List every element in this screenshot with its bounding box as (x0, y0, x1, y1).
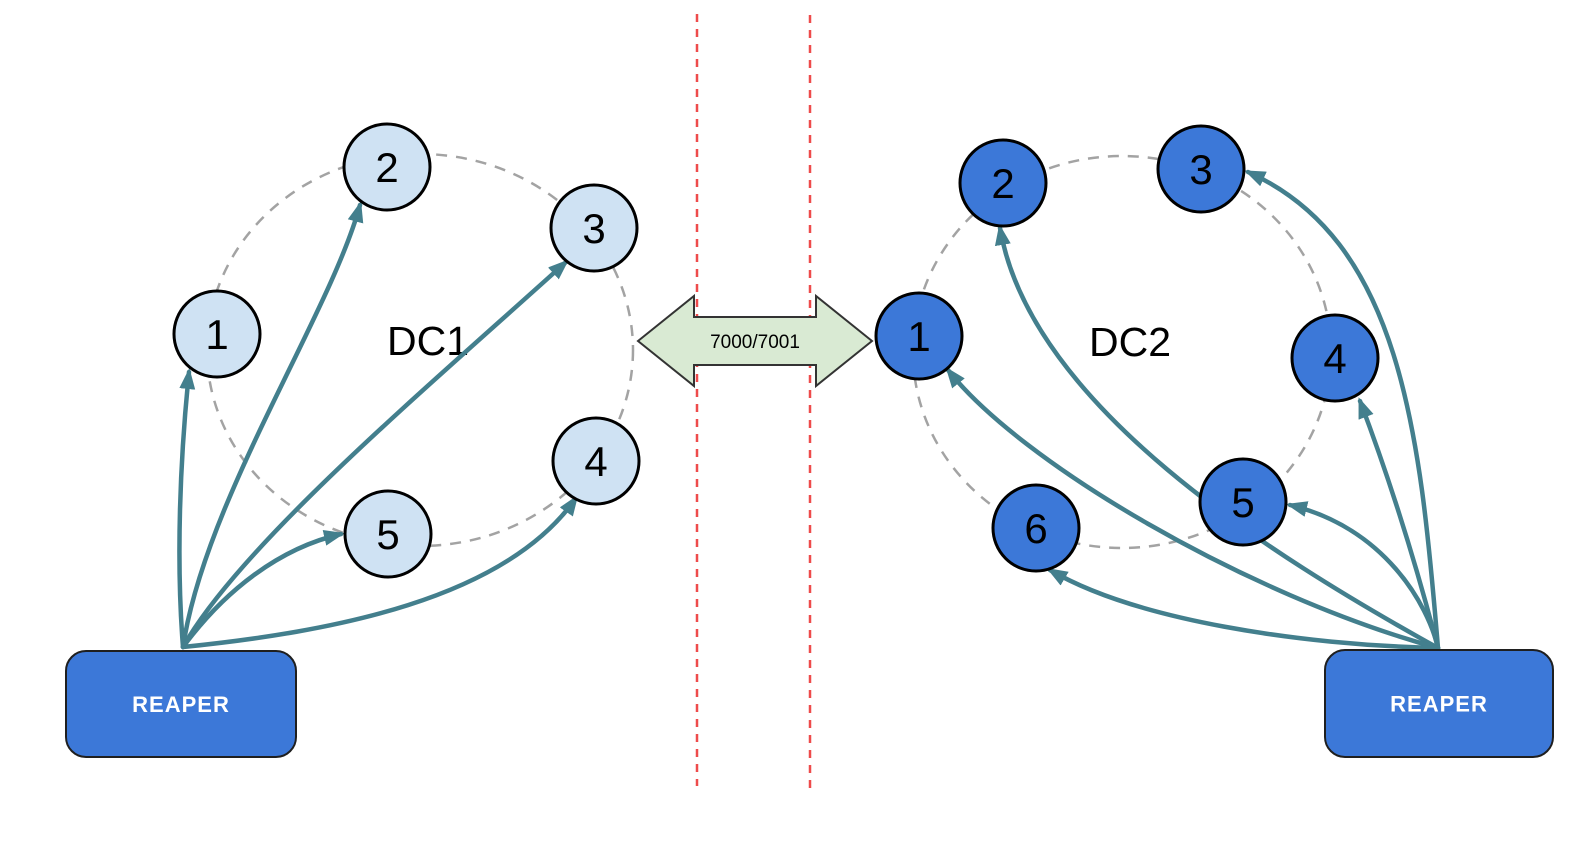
node-dc1-4: 4 (551, 416, 641, 506)
node-dc2-3: 3 (1156, 124, 1246, 214)
datacenter-label: DC2 (1089, 319, 1171, 365)
node-circle (874, 291, 964, 381)
node-circle (172, 289, 262, 379)
node-dc2-5: 5 (1198, 457, 1288, 547)
node-dc2-1: 1 (874, 291, 964, 381)
node-circle (1198, 457, 1288, 547)
node-dc1-1: 1 (172, 289, 262, 379)
port-label: 7000/7001 (710, 332, 800, 353)
datacenter-label: DC1 (387, 318, 469, 364)
repair-arrow-to-node-5 (180, 530, 345, 650)
node-label: 2 (375, 144, 398, 191)
node-circle (1290, 313, 1380, 403)
repair-arrow-to-node-3 (180, 259, 569, 650)
repair-arrow-to-node-6 (1046, 567, 1441, 651)
node-circle (549, 183, 639, 273)
node-circle (343, 489, 433, 579)
repair-arrow-to-node-2 (994, 224, 1441, 651)
node-label: 4 (584, 438, 607, 485)
reaper-box (1324, 649, 1554, 758)
node-dc2-4: 4 (1290, 313, 1380, 403)
inter-dc-link: 7000/7001 (636, 293, 874, 389)
node-label: 2 (991, 160, 1014, 207)
repair-arrow-to-node-1 (945, 366, 1441, 651)
repair-arrow-to-node-2 (180, 201, 364, 650)
double-arrow-shape (636, 293, 874, 389)
node-circle (1156, 124, 1246, 214)
node-dc1-5: 5 (343, 489, 433, 579)
node-label: 5 (1231, 479, 1254, 526)
reaper-label: REAPER (132, 692, 230, 717)
node-dc1-3: 3 (549, 183, 639, 273)
repair-arrow-to-node-4 (180, 494, 579, 650)
repair-arrow-to-node-1 (177, 368, 196, 650)
repair-arrow-to-node-4 (1357, 397, 1441, 651)
repair-arrow-to-node-3 (1244, 169, 1441, 651)
node-circle (551, 416, 641, 506)
reaper-dc1: REAPER (65, 650, 297, 758)
node-dc2-2: 2 (958, 138, 1048, 228)
reaper-box (65, 650, 297, 758)
node-dc2-6: 6 (991, 483, 1081, 573)
node-circle (342, 122, 432, 212)
node-circle (958, 138, 1048, 228)
node-dc1-2: 2 (342, 122, 432, 212)
node-label: 6 (1024, 505, 1047, 552)
node-label: 1 (205, 311, 228, 358)
node-label: 1 (907, 313, 930, 360)
reaper-dc2: REAPER (1324, 649, 1554, 758)
reaper-label: REAPER (1390, 692, 1488, 717)
repair-arrow-to-node-5 (1286, 501, 1441, 651)
node-label: 3 (582, 205, 605, 252)
dc-boundary-lines (695, 14, 812, 793)
node-label: 5 (376, 511, 399, 558)
node-circle (991, 483, 1081, 573)
node-label: 4 (1323, 335, 1346, 382)
node-label: 3 (1189, 146, 1212, 193)
